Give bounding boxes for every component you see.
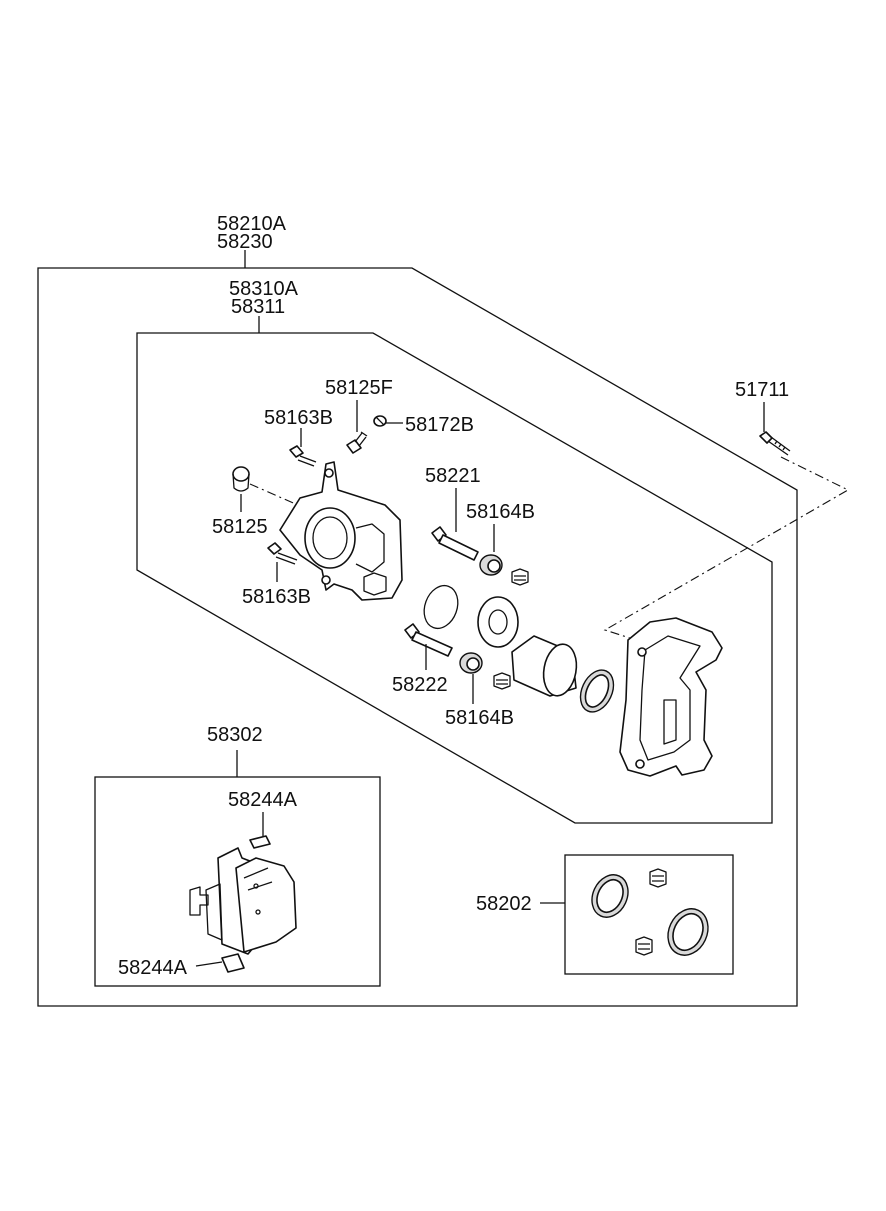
label-upper-shim: 58244A bbox=[228, 789, 298, 811]
lower-dust-boot-part bbox=[493, 672, 511, 690]
label-upper-guide-pin: 58221 bbox=[425, 465, 481, 487]
label-seal-kit: 58202 bbox=[476, 893, 532, 915]
bracket-bolt-part bbox=[759, 431, 791, 456]
piston-part bbox=[511, 635, 578, 697]
label-assembly-sub-part-no: 58230 bbox=[217, 231, 273, 253]
label-bracket-bolt: 51711 bbox=[735, 379, 789, 401]
caliper-outline bbox=[136, 332, 773, 824]
label-lower-bolt: 58163B bbox=[242, 586, 311, 608]
bleeder-screw-part bbox=[346, 431, 368, 454]
caliper-bracket-part bbox=[619, 617, 723, 777]
upper-guide-pin-part bbox=[431, 526, 479, 561]
label-bleeder-cap: 58172B bbox=[405, 414, 474, 436]
label-lower-shim: 58244A bbox=[118, 957, 188, 979]
label-bleeder-cover: 58125 bbox=[212, 516, 268, 538]
lower-guide-pin-part bbox=[404, 623, 453, 657]
upper-boot-part bbox=[479, 554, 503, 576]
brake-pads-part bbox=[189, 847, 297, 955]
upper-bolt-part bbox=[289, 445, 317, 467]
bleeder-cap-part bbox=[373, 415, 387, 427]
lower-boot-part bbox=[459, 652, 483, 674]
upper-dust-boot-part bbox=[511, 568, 529, 586]
caliper-housing-part bbox=[279, 461, 403, 601]
label-upper-boot: 58164B bbox=[466, 501, 535, 523]
assembly-outline bbox=[37, 267, 798, 1007]
upper-shim-part bbox=[249, 835, 271, 849]
label-lower-guide-pin: 58222 bbox=[392, 674, 448, 696]
label-upper-bolt: 58163B bbox=[264, 407, 333, 429]
piston-seal-ring-part bbox=[423, 584, 459, 630]
seal-kit-contents-part bbox=[591, 868, 709, 956]
seal-kit-box bbox=[564, 854, 734, 975]
label-pad-kit: 58302 bbox=[207, 724, 263, 746]
bracket-alignment-line bbox=[603, 456, 850, 641]
label-caliper-part-no: 58310A bbox=[229, 278, 299, 300]
label-lower-boot: 58164B bbox=[445, 707, 514, 729]
bleeder-cover-part bbox=[232, 466, 250, 492]
piston-boot-part bbox=[477, 596, 519, 648]
label-caliper-sub-part-no: 58311 bbox=[231, 296, 285, 318]
lower-shim-part bbox=[221, 953, 245, 973]
lower-bolt-part bbox=[267, 542, 298, 565]
label-bleeder-screw: 58125F bbox=[325, 377, 393, 399]
label-assembly-part-no: 58210A bbox=[217, 213, 287, 235]
